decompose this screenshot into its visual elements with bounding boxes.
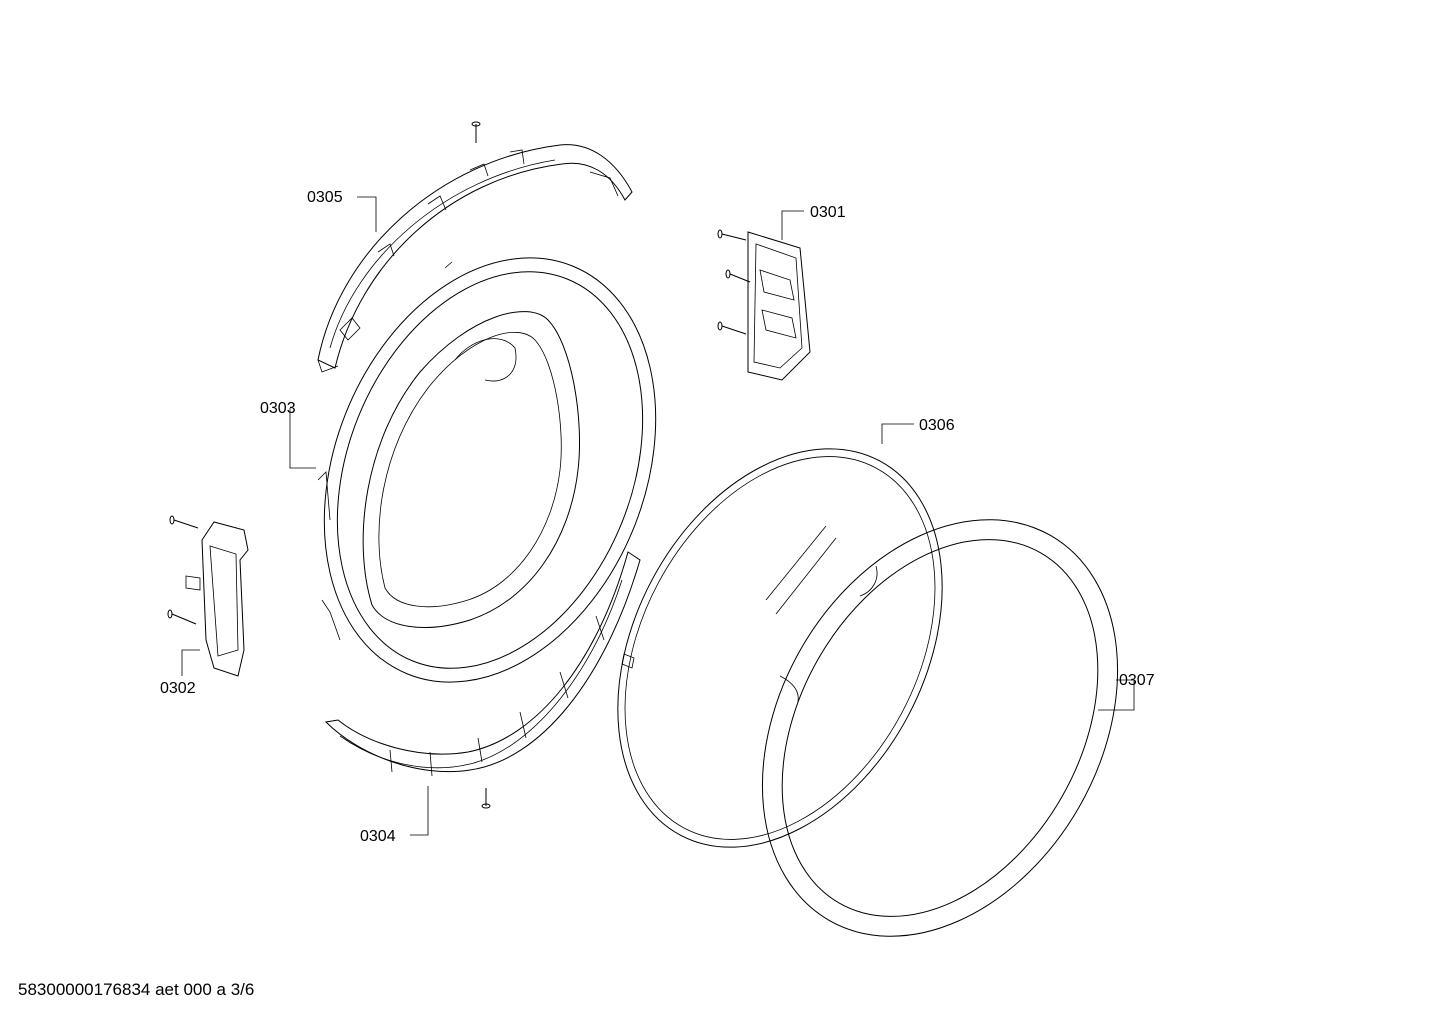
leader-lines [181,196,1135,836]
screw-icon [717,321,747,335]
drawing-reference-code: 58300000176834 aet 000 a 3/6 [18,980,255,999]
label-0305: 0305 [307,189,343,206]
part-0301-hinge-bracket [747,231,811,381]
label-0304: 0304 [360,828,396,845]
label-0301: 0301 [810,204,846,221]
part-0302-hinge-bracket [185,521,249,677]
label-0307: 0307 [1119,672,1155,689]
screw-icon [167,609,197,625]
screw-icon [481,788,491,809]
label-0303: 0303 [260,400,296,417]
part-0307-outer-ring [761,519,1119,937]
part-0306-door-glass [617,448,943,848]
label-0306: 0306 [919,417,955,434]
screw-icon [725,269,751,283]
part-0303-door-frame [317,257,657,683]
screw-icon [717,229,747,241]
screw-icon [471,121,481,143]
label-0302: 0302 [160,680,196,697]
part-0304-lower-bracket [324,551,641,777]
screw-icon [169,515,199,529]
part-0305-upper-bracket [317,144,633,373]
